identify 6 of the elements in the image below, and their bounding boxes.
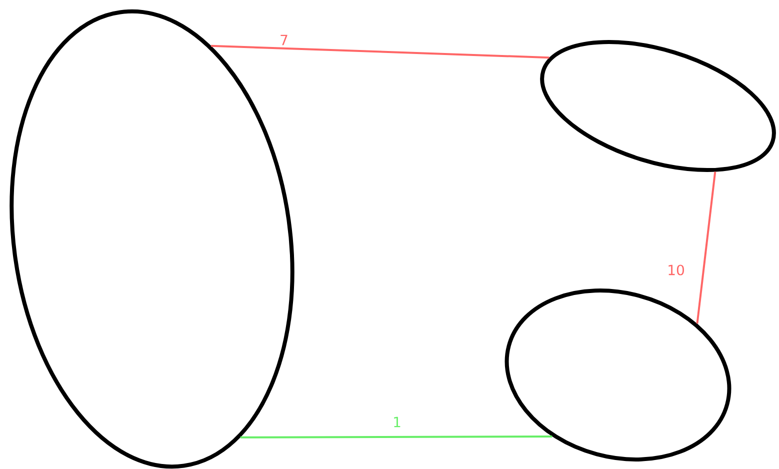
edge-label: 10 [666, 264, 686, 276]
line [211, 44, 550, 59]
edge-label: 1 [392, 416, 402, 428]
line [696, 172, 716, 324]
edge-label: 7 [278, 34, 290, 46]
line [240, 435, 552, 438]
